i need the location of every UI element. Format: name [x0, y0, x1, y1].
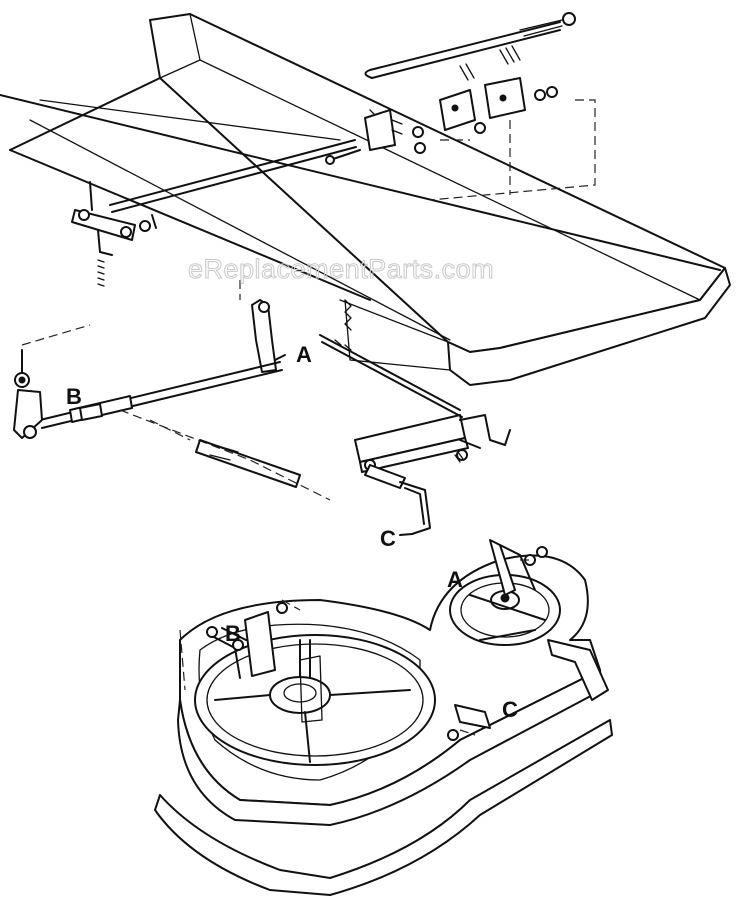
frame-board: [0, 13, 731, 386]
lift-link-assembly: [13, 280, 331, 501]
pedal-bracket-assembly: [319, 334, 511, 536]
label-c-lower: C: [502, 697, 518, 722]
mower-deck: [154, 539, 613, 896]
label-a-lower: A: [447, 567, 463, 592]
label-b-lower: B: [225, 621, 241, 646]
label-a-upper: A: [296, 342, 312, 367]
spring-link: [195, 439, 301, 488]
label-c-upper: C: [380, 526, 396, 551]
watermark-text: eReplacementParts.com: [188, 254, 494, 284]
lift-handle-assembly: [325, 12, 596, 201]
left-bellcrank: [71, 139, 357, 287]
label-b-upper: B: [66, 384, 82, 409]
